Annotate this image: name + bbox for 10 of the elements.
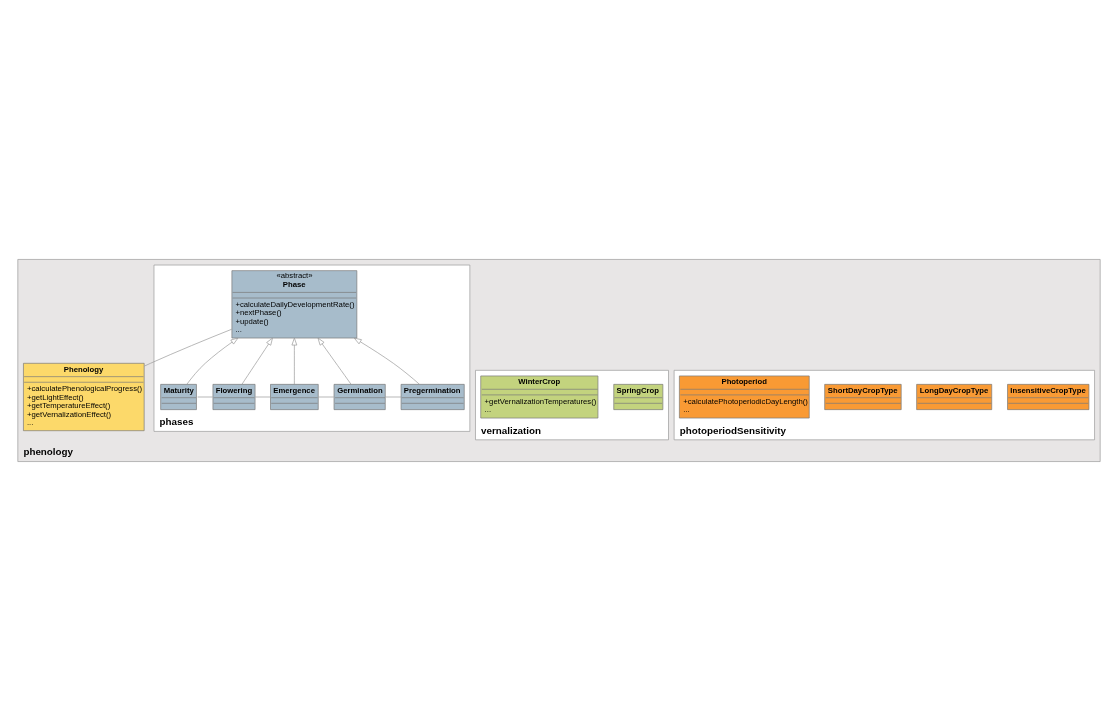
connector bbox=[384, 396, 402, 397]
connector bbox=[197, 396, 214, 397]
connector bbox=[254, 396, 271, 397]
connector bbox=[143, 328, 233, 366]
arrow bbox=[291, 337, 298, 385]
arrow bbox=[317, 337, 352, 385]
arrow bbox=[241, 337, 273, 385]
connector bbox=[318, 396, 335, 397]
arrow bbox=[186, 337, 239, 385]
arrow bbox=[353, 337, 420, 385]
